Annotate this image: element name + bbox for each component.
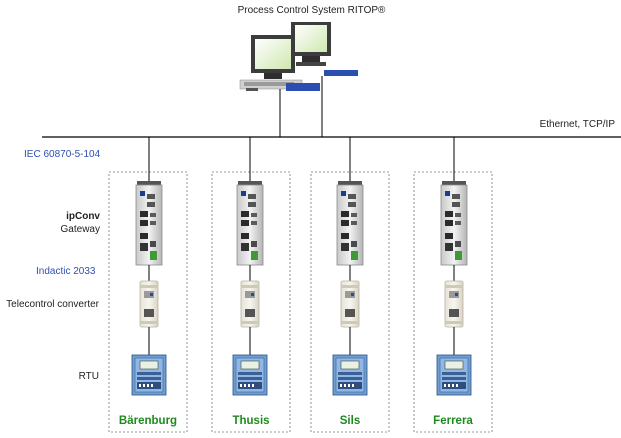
site-label-barenburg: Bärenburg — [118, 415, 178, 427]
rtu-icon — [131, 354, 167, 396]
workstation-icon — [239, 22, 358, 91]
converter-icon — [139, 280, 159, 328]
site-column-ferrera — [413, 137, 493, 433]
converter-label: Telecontrol converter — [6, 299, 99, 310]
gateway-name-label: ipConv — [66, 211, 100, 222]
rtu-icon — [436, 354, 472, 396]
gateway-icon — [135, 180, 163, 266]
protocol-lower-label: Indactic 2033 — [36, 266, 96, 277]
gateway-icon — [336, 180, 364, 266]
bus-label: Ethernet, TCP/IP — [539, 119, 615, 130]
gateway-sub-label: Gateway — [60, 224, 100, 235]
site-column-thusis — [211, 137, 291, 433]
converter-icon — [240, 280, 260, 328]
converter-icon — [340, 280, 360, 328]
site-column-sils — [310, 137, 390, 433]
site-frame — [211, 171, 291, 433]
site-frame — [108, 171, 188, 433]
diagram-title: Process Control System RITOP® — [237, 5, 386, 16]
site-frame — [413, 171, 493, 433]
site-column-barenburg — [108, 137, 188, 433]
rtu-icon — [332, 354, 368, 396]
site-frame — [310, 171, 390, 433]
site-label-ferrera: Ferrera — [433, 415, 473, 427]
site-label-sils: Sils — [339, 415, 361, 427]
converter-icon — [444, 280, 464, 328]
protocol-upper-label: IEC 60870-5-104 — [24, 149, 101, 160]
rtu-icon — [232, 354, 268, 396]
rtu-label: RTU — [78, 371, 99, 382]
gateway-icon — [236, 180, 264, 266]
site-label-thusis: Thusis — [232, 415, 270, 427]
gateway-icon — [440, 180, 468, 266]
